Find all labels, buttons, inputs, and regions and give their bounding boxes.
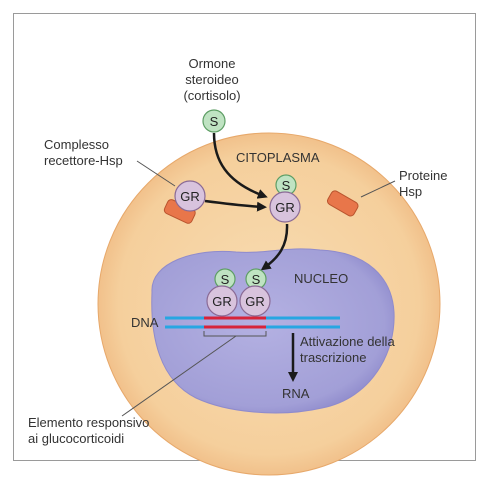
receptor-gr-inactive: GR [174, 180, 206, 212]
gre-leader-line [121, 335, 237, 417]
hsp-release-arrow [204, 199, 267, 212]
svg-text:S: S [282, 178, 291, 193]
complex-label-line1: Complesso [44, 137, 109, 152]
cytoplasm-label: CITOPLASMA [236, 150, 320, 165]
gre-bracket [203, 331, 267, 337]
steroid-free: S [202, 109, 226, 133]
hormone-label-line2: steroideo [185, 72, 238, 87]
hormone-entry-arrow [212, 132, 268, 199]
receptor-dimer-left: GR [206, 285, 238, 317]
svg-text:GR: GR [275, 200, 295, 215]
svg-text:S: S [210, 114, 219, 129]
receptor-gr-active: GR [269, 191, 301, 223]
complex-label-line2: recettore-Hsp [44, 153, 123, 168]
nucleus-label: NUCLEO [294, 271, 348, 286]
hormone-label-line3: (cortisolo) [183, 88, 240, 103]
rna-label: RNA [282, 386, 310, 401]
svg-text:GR: GR [212, 294, 232, 309]
nuclear-translocation-arrow [260, 223, 289, 271]
hsp-protein-right [326, 190, 359, 217]
svg-text:S: S [221, 272, 230, 287]
complex-leader-line [136, 160, 176, 187]
svg-text:GR: GR [180, 189, 200, 204]
svg-text:S: S [252, 272, 261, 287]
hormone-label-line1: Ormone [189, 56, 236, 71]
hsp-label-line2: Hsp [399, 184, 422, 199]
hsp-leader-line [360, 180, 396, 198]
nucleus [151, 248, 395, 414]
dna-label: DNA [131, 315, 159, 330]
element-label-line1: Elemento responsivo [28, 415, 149, 430]
activation-label-line1: Attivazione della [300, 334, 395, 349]
hsp-label-line1: Proteine [399, 168, 447, 183]
activation-label-line2: trascrizione [300, 350, 366, 365]
element-label-line2: ai glucocorticoidi [28, 431, 124, 446]
receptor-dimer-right: GR [239, 285, 271, 317]
svg-text:GR: GR [245, 294, 265, 309]
